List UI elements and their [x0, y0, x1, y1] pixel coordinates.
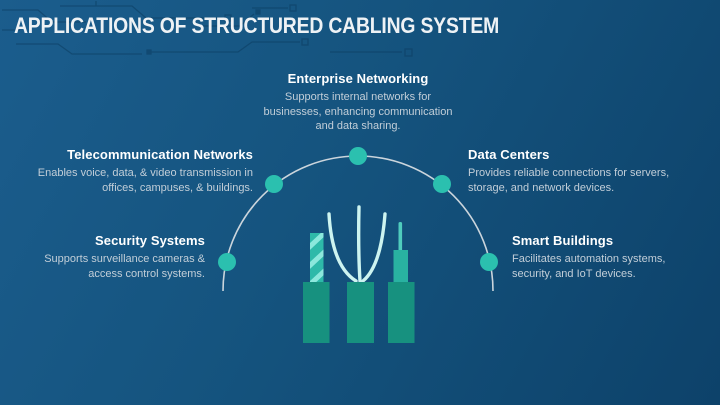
page-title: APPLICATIONS OF STRUCTURED CABLING SYSTE… — [14, 13, 500, 38]
node-description: Supports surveillance cameras & access c… — [44, 253, 205, 280]
node-description: Provides reliable connections for server… — [468, 167, 670, 194]
node-telecommunication-networks: Telecommunication Networks Enables voice… — [12, 147, 253, 195]
node-label: Telecommunication Networks — [67, 147, 253, 162]
node-data-centers: Data Centers Provides reliable connectio… — [468, 147, 700, 195]
node-description: Supports internal networks for businesse… — [263, 91, 453, 133]
node-label: Smart Buildings — [512, 233, 614, 248]
node-security-systems: Security Systems Supports surveillance c… — [30, 233, 205, 281]
node-label: Security Systems — [95, 233, 205, 248]
node-description: Facilitates automation systems, security… — [512, 253, 666, 280]
coaxial-wire-cable-icon — [388, 222, 415, 343]
fiber-optic-cable-icon — [327, 205, 387, 343]
node-dot-smart-buildings — [480, 253, 498, 271]
node-dot-enterprise-networking — [349, 147, 367, 165]
node-dot-data-centers — [433, 175, 451, 193]
striped-conductor-cable-icon — [303, 233, 330, 343]
cables-illustration — [303, 205, 415, 343]
node-label: Data Centers — [468, 147, 550, 162]
node-dot-telecommunication-networks — [265, 175, 283, 193]
node-dot-security-systems — [218, 253, 236, 271]
node-label: Enterprise Networking — [287, 71, 429, 86]
node-description: Enables voice, data, & video transmissio… — [37, 167, 253, 194]
node-enterprise-networking: Enterprise Networking Supports internal … — [256, 71, 460, 134]
node-smart-buildings: Smart Buildings Facilitates automation s… — [512, 233, 688, 281]
